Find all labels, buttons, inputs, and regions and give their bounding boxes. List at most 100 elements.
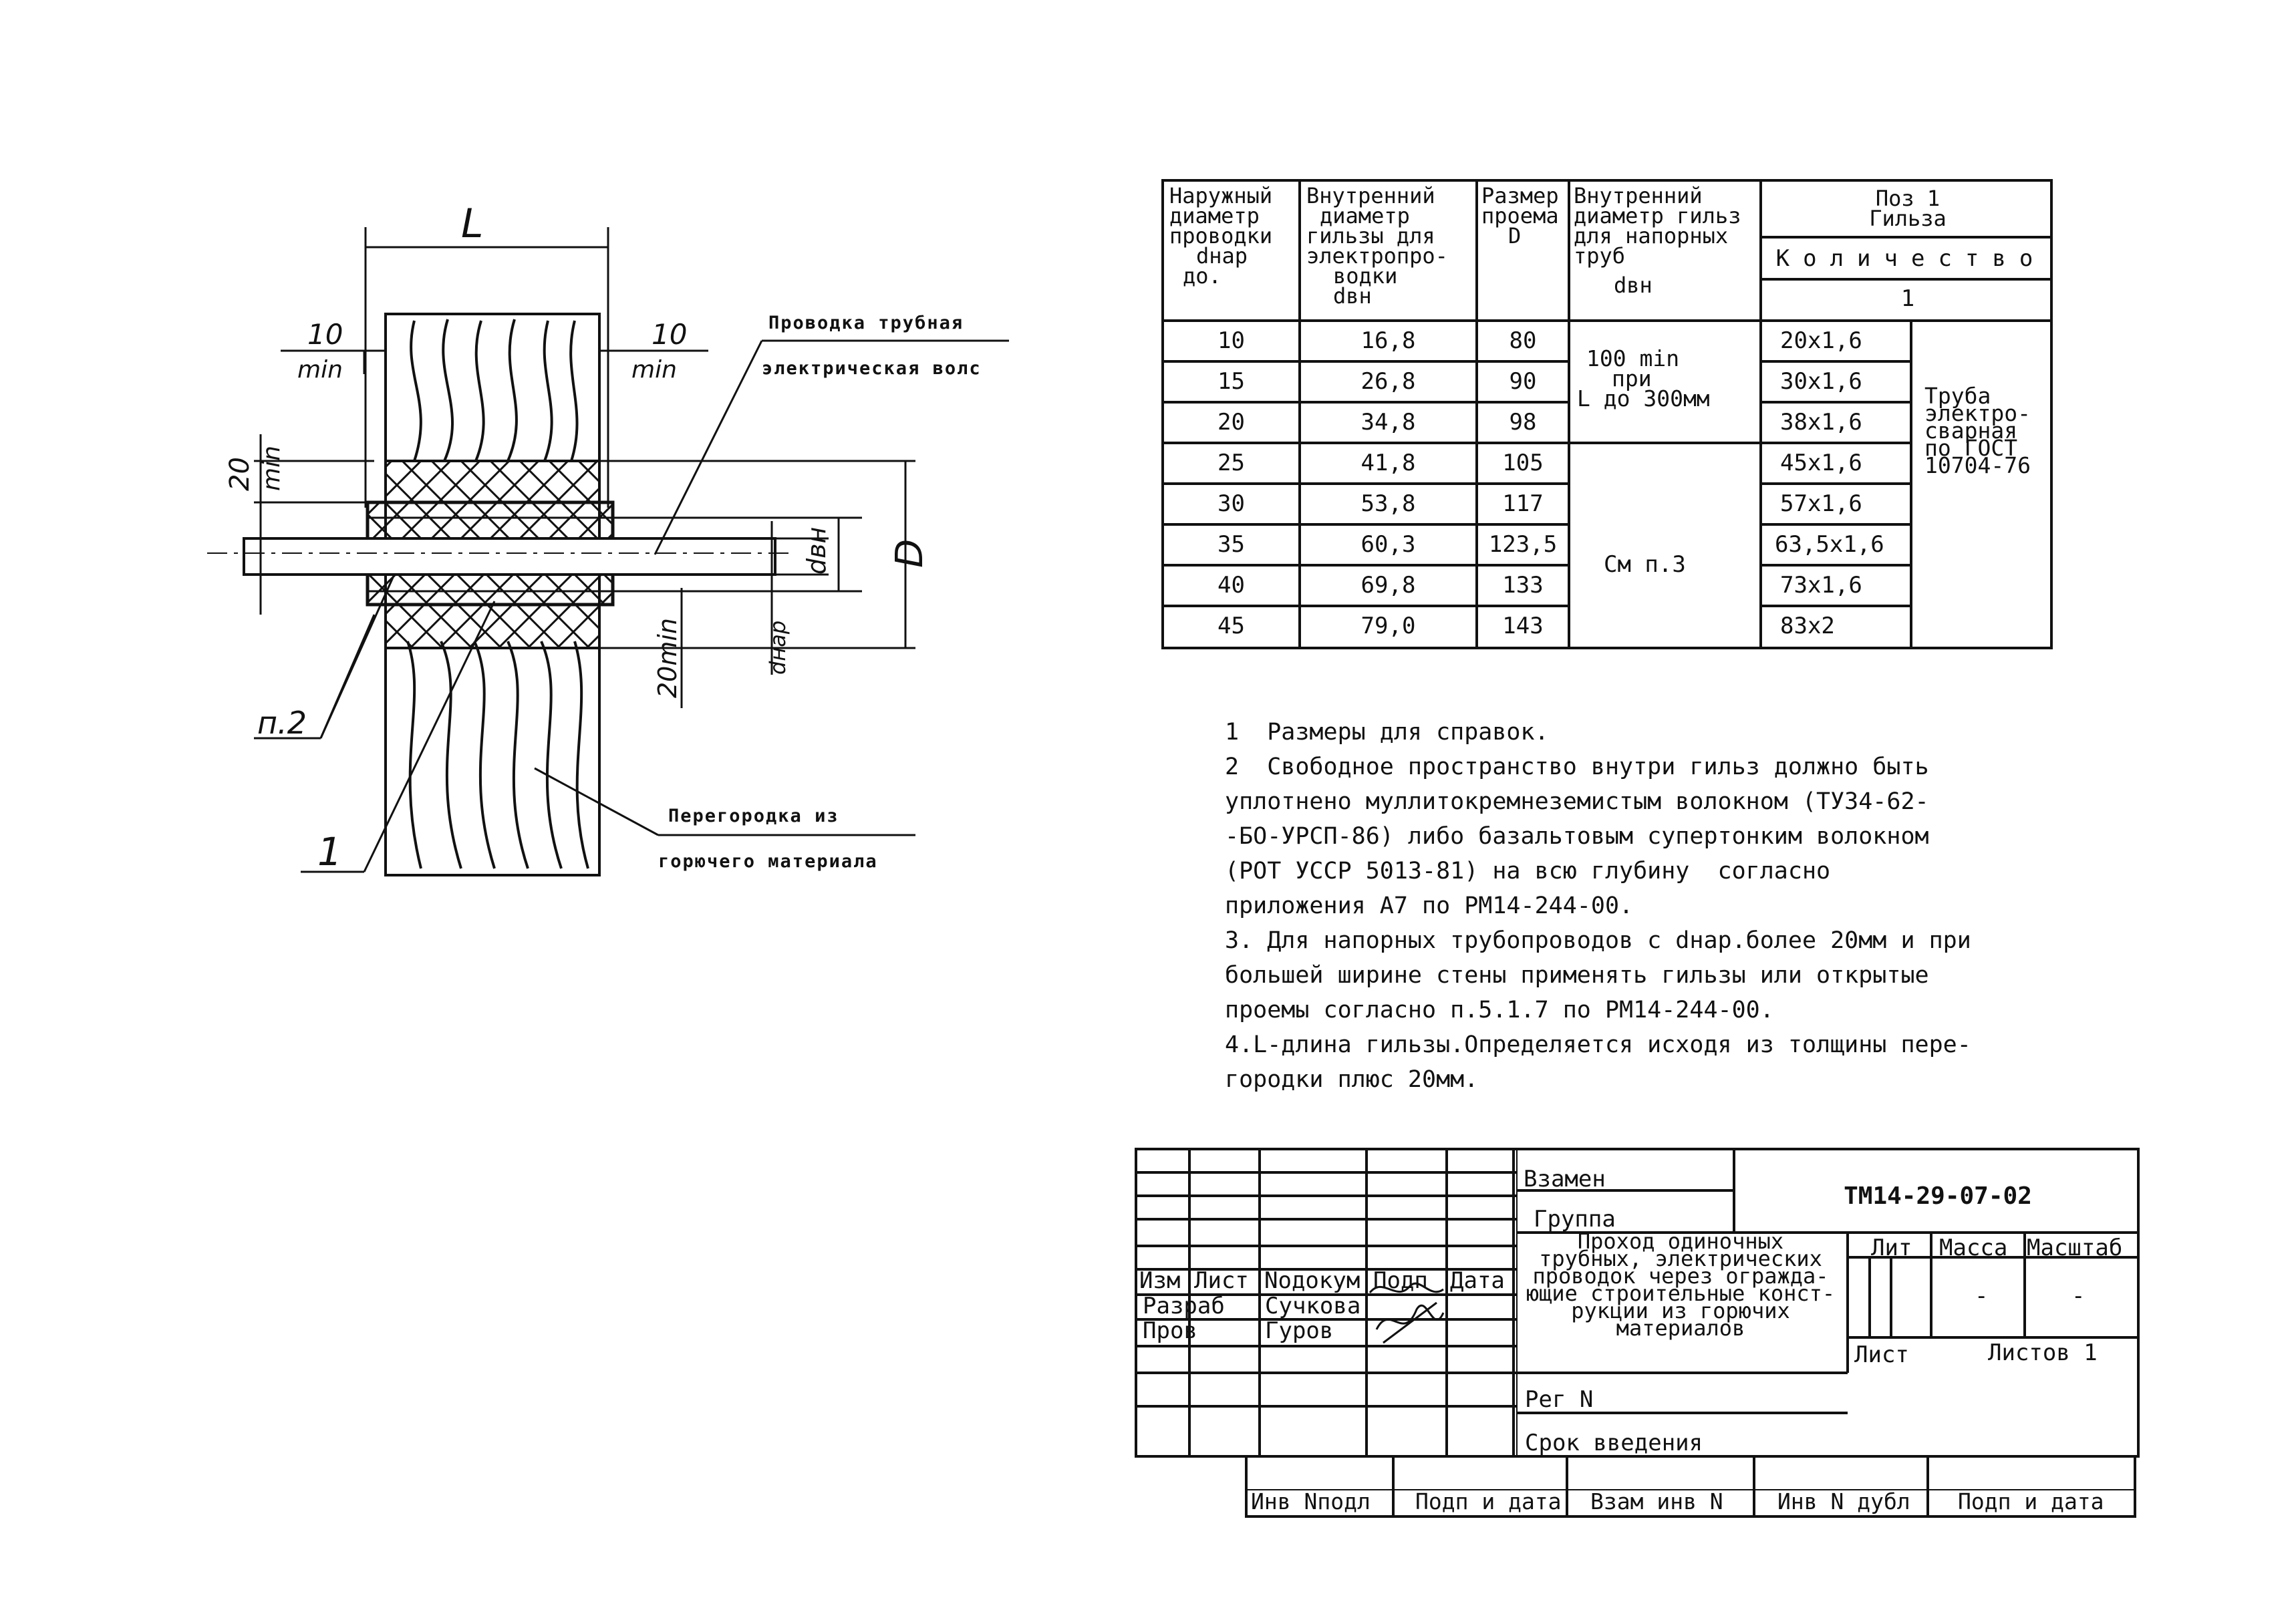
header-text: проема bbox=[1481, 203, 1559, 228]
title-block-frame bbox=[1135, 1148, 2140, 1518]
col-list: Лист bbox=[1194, 1267, 1249, 1294]
massa-label: Масса bbox=[1939, 1235, 2008, 1261]
cell-sleeve: 45x1,6 bbox=[1780, 450, 1862, 476]
razrab-label: Разраб bbox=[1143, 1293, 1225, 1319]
cell-dnar: 40 bbox=[1217, 572, 1245, 599]
cell-dvn: 53,8 bbox=[1360, 490, 1416, 517]
pipe-wire bbox=[207, 537, 788, 576]
cell-sleeve: 73x1,6 bbox=[1780, 572, 1862, 599]
cell-D: 117 bbox=[1502, 490, 1544, 517]
gruppa-label: Группа bbox=[1534, 1206, 1616, 1233]
label-1: 1 bbox=[317, 829, 342, 874]
list-label: Лист bbox=[1854, 1341, 1909, 1368]
header-text: Гильза bbox=[1869, 206, 1947, 231]
wall-partition bbox=[384, 313, 601, 876]
header-text: гильзы для bbox=[1306, 223, 1435, 249]
cell-dnar: 10 bbox=[1217, 327, 1245, 354]
table-row: 40 69,8 133 73x1,6 bbox=[1163, 565, 2071, 606]
header-text: диаметр bbox=[1320, 203, 1410, 228]
col-ndok: Nодокум bbox=[1264, 1267, 1360, 1294]
title-line: ющие строительные конст- bbox=[1526, 1281, 1836, 1306]
title-line: проводок через огражда- bbox=[1532, 1263, 1829, 1289]
cell-sleeve: 83x2 bbox=[1780, 613, 1835, 639]
dim-20-left: 20 bbox=[225, 457, 255, 491]
title-line: трубных, электрических bbox=[1539, 1246, 1822, 1271]
masshtab-label: Масштаб bbox=[2027, 1235, 2123, 1261]
table-row: 10 16,8 80 20x1,6 bbox=[1163, 321, 2071, 361]
bottom-inv-podl: Инв Nподл bbox=[1251, 1488, 1371, 1514]
pressure-text: L до 300мм bbox=[1577, 385, 1710, 412]
cell-sleeve: 38x1,6 bbox=[1780, 409, 1862, 436]
cell-D: 143 bbox=[1502, 613, 1544, 639]
dim-min-right: min bbox=[631, 356, 677, 383]
cell-dvn: 79,0 bbox=[1360, 613, 1416, 639]
note-line: 1 Размеры для справок. bbox=[1225, 719, 1549, 746]
header-text: dвн bbox=[1333, 283, 1372, 309]
cell-D: 80 bbox=[1509, 327, 1537, 354]
label-p2: п.2 bbox=[257, 705, 307, 741]
callout-pipe-line2: электрическая волс bbox=[762, 358, 982, 379]
material-text: по ГОСТ bbox=[1924, 435, 2018, 461]
cell-dvn: 60,3 bbox=[1360, 531, 1416, 558]
signature-scribbles bbox=[1369, 1282, 1445, 1344]
header-text: dнар bbox=[1196, 243, 1248, 269]
callout-wall-line1: Перегородка из bbox=[668, 806, 839, 826]
prov-name: Гуров bbox=[1265, 1317, 1334, 1344]
cell-D: 133 bbox=[1502, 572, 1544, 599]
cell-dnar: 45 bbox=[1217, 613, 1245, 639]
label-dnar: dнар bbox=[765, 621, 791, 675]
note-line: уплотнено муллитокремнеземистым волокном… bbox=[1225, 788, 1929, 815]
spec-table bbox=[1161, 179, 2053, 649]
header-text: D bbox=[1508, 223, 1522, 249]
label-dvn: dвн bbox=[802, 527, 831, 575]
col-izm: Изм bbox=[1139, 1267, 1181, 1294]
bottom-inv-dubl: Инв N дубл bbox=[1777, 1488, 1910, 1514]
pressure-top-cell: 100 min при L до 300мм bbox=[1572, 347, 1762, 412]
header-text: Поз 1 bbox=[1875, 186, 1941, 211]
cell-D: 105 bbox=[1502, 450, 1544, 476]
dim-10-right: 10 bbox=[652, 318, 687, 351]
zamen-label: Взамен bbox=[1524, 1166, 1606, 1192]
cell-sleeve: 57x1,6 bbox=[1780, 490, 1862, 517]
note-line: 2 Свободное пространство внутри гильз до… bbox=[1225, 754, 1929, 780]
bottom-podp-data-2: Подп и дата bbox=[1958, 1488, 2104, 1514]
note-line: (РОТ УССР 5013-81) на всю глубину соглас… bbox=[1225, 858, 1831, 885]
cell-dnar: 35 bbox=[1217, 531, 1245, 558]
material-text: сварная bbox=[1924, 418, 2018, 444]
cell-D: 90 bbox=[1509, 368, 1537, 395]
section-drawing: L 10 min 10 min 20 min D dвн dнар 20min bbox=[207, 200, 1009, 876]
table-row: 30 53,8 117 57x1,6 bbox=[1163, 484, 2071, 524]
header-qty: Количество bbox=[1775, 245, 2047, 272]
header-text: диаметр bbox=[1169, 203, 1260, 228]
dim-10-left: 10 bbox=[307, 318, 343, 351]
header-col4: Внутренний диаметр гильз для напорных тр… bbox=[1574, 185, 1761, 298]
cell-dnar: 25 bbox=[1217, 450, 1245, 476]
reg-label: Рег N bbox=[1525, 1386, 1594, 1413]
cell-dvn: 41,8 bbox=[1360, 450, 1416, 476]
note-line: приложения А7 по РМ14-244-00. bbox=[1225, 893, 1634, 919]
material-text: электро- bbox=[1924, 400, 2031, 426]
listov-label: Листов 1 bbox=[1988, 1339, 2098, 1366]
header-text: Размер bbox=[1481, 183, 1559, 208]
col-data: Дата bbox=[1450, 1267, 1505, 1294]
document-code: ТМ14-29-07-02 bbox=[1844, 1182, 2032, 1210]
note-line: проемы согласно п.5.1.7 по РМ14-244-00. bbox=[1225, 997, 1774, 1023]
note-line: -БО-УРСП-86) либо базальтовым супертонки… bbox=[1225, 823, 1929, 850]
header-text: проводки bbox=[1169, 223, 1273, 249]
title-line: рукции из горючих bbox=[1571, 1298, 1790, 1323]
header-col3: Размер проема D bbox=[1481, 183, 1568, 249]
note-line: 4.L-длина гильзы.Определяется исходя из … bbox=[1225, 1031, 1971, 1058]
header-text: dвн bbox=[1614, 273, 1653, 298]
table-row: 15 26,8 90 30x1,6 bbox=[1163, 361, 2071, 402]
cell-sleeve: 63,5x1,6 bbox=[1775, 531, 1884, 558]
header-text: для напорных bbox=[1574, 223, 1729, 249]
col-podp: Подп bbox=[1373, 1267, 1428, 1294]
pressure-text: при bbox=[1612, 365, 1652, 391]
document-title: Проход одиночных трубных, электрических … bbox=[1517, 1231, 1844, 1341]
note-line: городки плюс 20мм. bbox=[1225, 1066, 1479, 1093]
bottom-vzam-inv: Взам инв N bbox=[1590, 1488, 1723, 1514]
table-row: 25 41,8 105 45x1,6 bbox=[1163, 443, 2071, 484]
header-text: труб bbox=[1574, 243, 1626, 269]
dim-20min-bottom: 20min bbox=[653, 618, 682, 698]
title-line: материалов bbox=[1616, 1315, 1745, 1341]
